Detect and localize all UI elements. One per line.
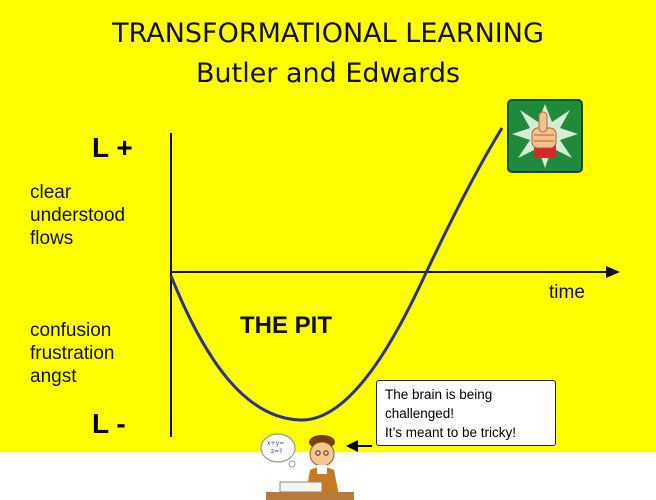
- thumbs-up-icon: [507, 99, 583, 173]
- learning-positive-label: L +: [92, 132, 133, 163]
- callout-line: challenged!: [385, 406, 455, 421]
- positive-state: clear: [30, 182, 72, 203]
- learning-curve: [169, 127, 504, 422]
- callout-box: The brain is being challenged! It’s mean…: [376, 380, 556, 446]
- negative-state: frustration: [30, 343, 115, 364]
- callout-line: It’s meant to be tricky!: [385, 425, 517, 440]
- pit-label: THE PIT: [240, 312, 333, 339]
- positive-state: flows: [30, 228, 74, 249]
- learning-negative-label: L -: [92, 408, 126, 439]
- positive-state: understood: [30, 205, 126, 226]
- diagram-title: TRANSFORMATIONAL LEARNING: [112, 18, 544, 49]
- slide-background: [0, 0, 656, 452]
- diagram-subtitle: Butler and Edwards: [195, 58, 461, 89]
- time-axis-label: time: [549, 282, 585, 303]
- svg-text:z=?: z=?: [271, 448, 282, 455]
- negative-state: confusion: [30, 320, 112, 341]
- svg-text:x+y=: x+y=: [267, 440, 284, 447]
- negative-states: confusion frustration angst: [30, 319, 114, 388]
- negative-state: angst: [30, 366, 77, 387]
- student-thinking-icon: x+y= z=?: [260, 433, 354, 500]
- positive-states: clear understood flows: [30, 181, 125, 250]
- callout-line: The brain is being: [385, 387, 493, 402]
- callout-arrow-icon: [346, 440, 372, 452]
- time-axis-arrowhead: [606, 266, 620, 278]
